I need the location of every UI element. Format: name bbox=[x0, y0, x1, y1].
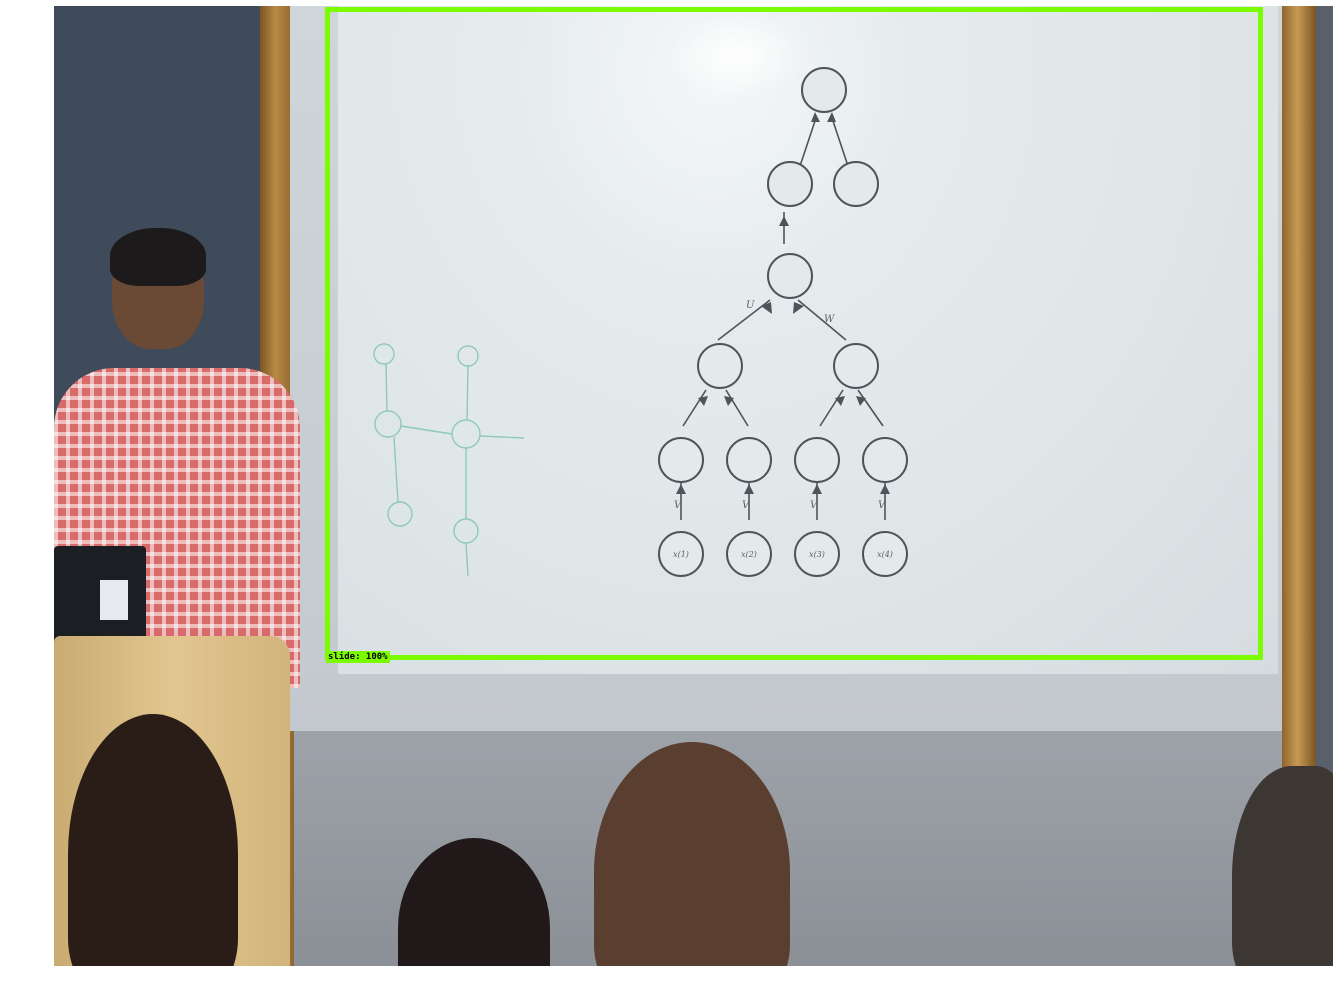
audience-head bbox=[594, 742, 790, 966]
detection-label: slide: 100% bbox=[326, 651, 390, 663]
audience-head bbox=[68, 714, 238, 966]
leaf-input-labels: x(1) x(2) x(3) x(4) bbox=[673, 550, 893, 559]
root-node bbox=[801, 67, 847, 113]
hidden-node-right bbox=[833, 343, 879, 389]
leaf-node-4 bbox=[862, 437, 908, 483]
input-label-4: x(4) bbox=[877, 550, 893, 559]
slide-detection-box bbox=[325, 7, 1263, 660]
input-node-1 bbox=[658, 531, 704, 577]
tree-nodes bbox=[658, 67, 908, 577]
input-node-2 bbox=[726, 531, 772, 577]
input-node-4 bbox=[862, 531, 908, 577]
edge-label-u: U bbox=[746, 300, 755, 311]
projection-screen: U W V V V V x(1) x(2) x(3) x(4) bbox=[290, 6, 1282, 731]
lecture-photo: U W V V V V x(1) x(2) x(3) x(4) bbox=[54, 6, 1333, 966]
edge-label-v-1: V bbox=[674, 500, 683, 511]
input-label-1: x(1) bbox=[673, 550, 689, 559]
edge-label-v-2: V bbox=[742, 500, 751, 511]
slide-diagram: U W V V V V x(1) x(2) x(3) x(4) bbox=[373, 67, 908, 577]
side-wall bbox=[1316, 6, 1333, 966]
input-label-2: x(2) bbox=[741, 550, 757, 559]
projected-slide: U W V V V V x(1) x(2) x(3) x(4) bbox=[338, 6, 1278, 674]
edge-label-v-4: V bbox=[878, 500, 887, 511]
laptop-sticker bbox=[100, 580, 128, 620]
arrowheads bbox=[676, 112, 890, 494]
edge-labels: U W V V V V bbox=[674, 300, 887, 511]
output-node-left bbox=[767, 161, 813, 207]
input-node-3 bbox=[794, 531, 840, 577]
hidden-node-top bbox=[767, 253, 813, 299]
input-label-3: x(3) bbox=[809, 550, 825, 559]
faint-rnn-diagram bbox=[373, 343, 525, 577]
leaf-node-2 bbox=[726, 437, 772, 483]
audience-head bbox=[1232, 766, 1333, 966]
hidden-node-left bbox=[697, 343, 743, 389]
light-glare bbox=[668, 10, 808, 100]
output-node-right bbox=[833, 161, 879, 207]
presenter-hair bbox=[110, 228, 206, 286]
edge-label-w: W bbox=[824, 314, 835, 325]
leaf-node-1 bbox=[658, 437, 704, 483]
leaf-node-3 bbox=[794, 437, 840, 483]
edge-label-v-3: V bbox=[810, 500, 819, 511]
